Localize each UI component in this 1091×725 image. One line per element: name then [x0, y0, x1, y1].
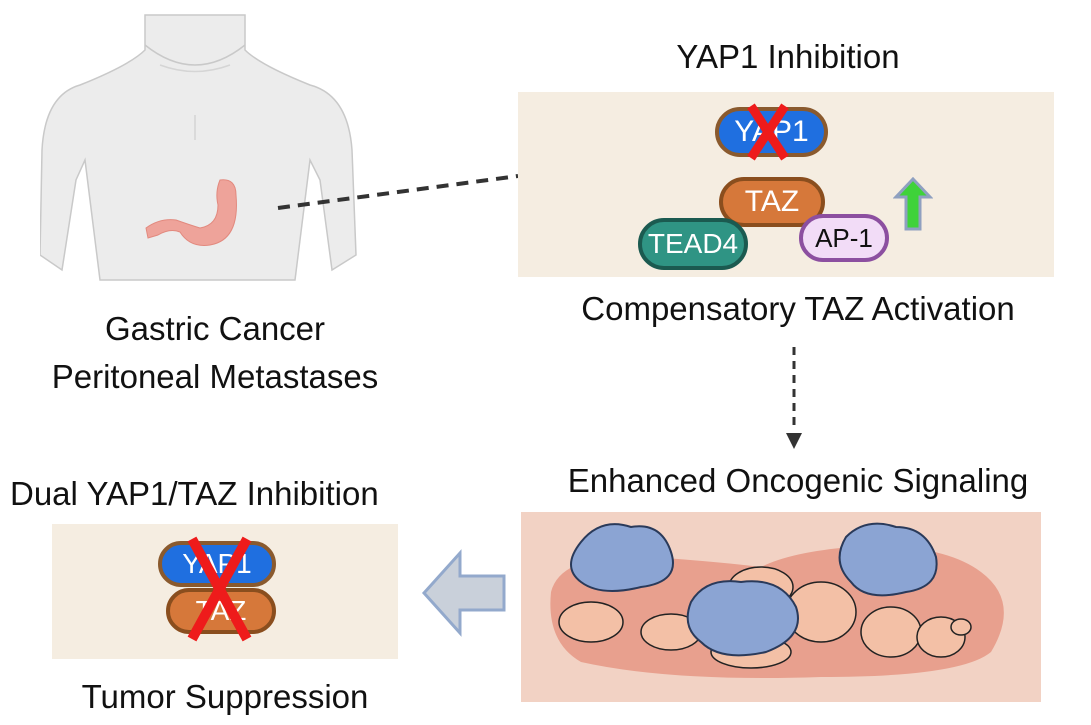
body-caption-line1: Gastric Cancer: [104, 310, 326, 347]
yap1-inhibition-title: YAP1 Inhibition: [676, 38, 900, 75]
tumor-nodule: [686, 580, 799, 657]
down-dashed-arrow: [786, 347, 802, 449]
stomach-icon: [145, 179, 237, 246]
yap1-inhibition-panel: YAP1 TAZ TEAD4 AP-1: [518, 92, 1054, 277]
compensatory-taz-caption: Compensatory TAZ Activation: [581, 290, 1015, 327]
tumor-nodule: [838, 522, 938, 597]
body-caption-line2: Peritoneal Metastases: [51, 358, 379, 395]
upregulation-arrow-icon: [893, 177, 933, 231]
dashed-connector: [277, 174, 519, 210]
tumor-nodules: [570, 522, 938, 657]
ap1-protein: AP-1: [799, 214, 889, 262]
tead4-protein: TEAD4: [638, 218, 748, 270]
left-arrow-icon: [421, 549, 506, 637]
inhibition-x-icon: [187, 536, 252, 642]
dual-inhibition-panel: YAP1 TAZ: [52, 524, 398, 659]
tumor-suppression-caption: Tumor Suppression: [81, 678, 369, 715]
peritoneal-tumor-illustration: [521, 512, 1041, 702]
torso-shape: [40, 14, 357, 281]
dual-inhibition-title: Dual YAP1/TAZ Inhibition: [10, 475, 379, 512]
oncogenic-signaling-title: Enhanced Oncogenic Signaling: [567, 462, 1029, 499]
inhibition-x-icon: [747, 103, 789, 161]
human-torso-illustration: [40, 14, 357, 281]
tumor-nodule: [570, 523, 674, 592]
